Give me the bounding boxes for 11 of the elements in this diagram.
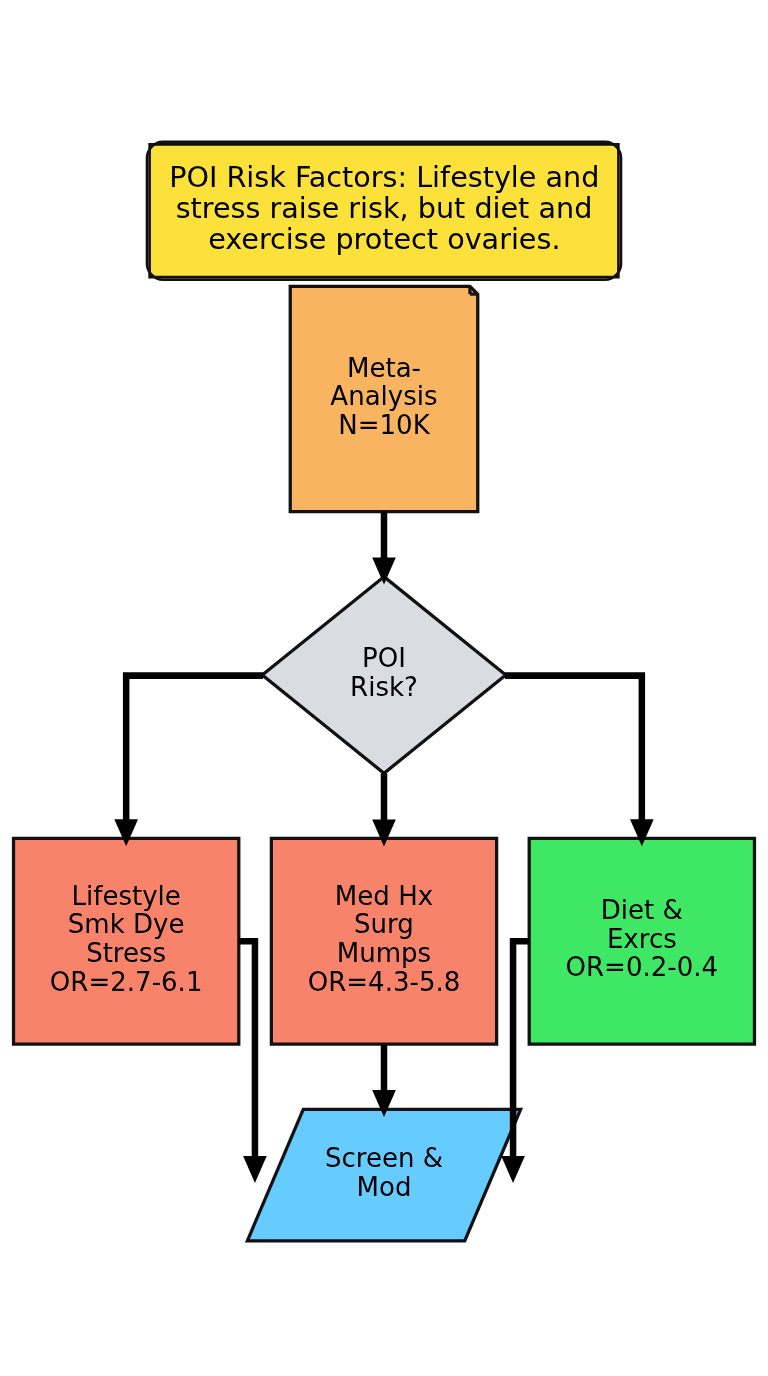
arrow	[114, 672, 263, 847]
arrow	[372, 1044, 396, 1118]
node-box: Diet & Exrcs OR=0.2-0.4	[527, 836, 757, 1046]
node-box: Med Hx Surg Mumps OR=4.3-5.8	[269, 836, 499, 1046]
arrow	[239, 938, 267, 1183]
diagram-title: POI Risk Factors: Lifestyle and stress raise risk, but diet and exercise protect ovaries.	[169, 159, 600, 257]
arrow	[505, 672, 654, 847]
arrow	[372, 511, 396, 585]
node-box: Lifestyle Smk Dye Stress OR=2.7-6.1	[11, 836, 241, 1046]
arrow	[501, 938, 529, 1183]
arrow	[372, 773, 396, 847]
